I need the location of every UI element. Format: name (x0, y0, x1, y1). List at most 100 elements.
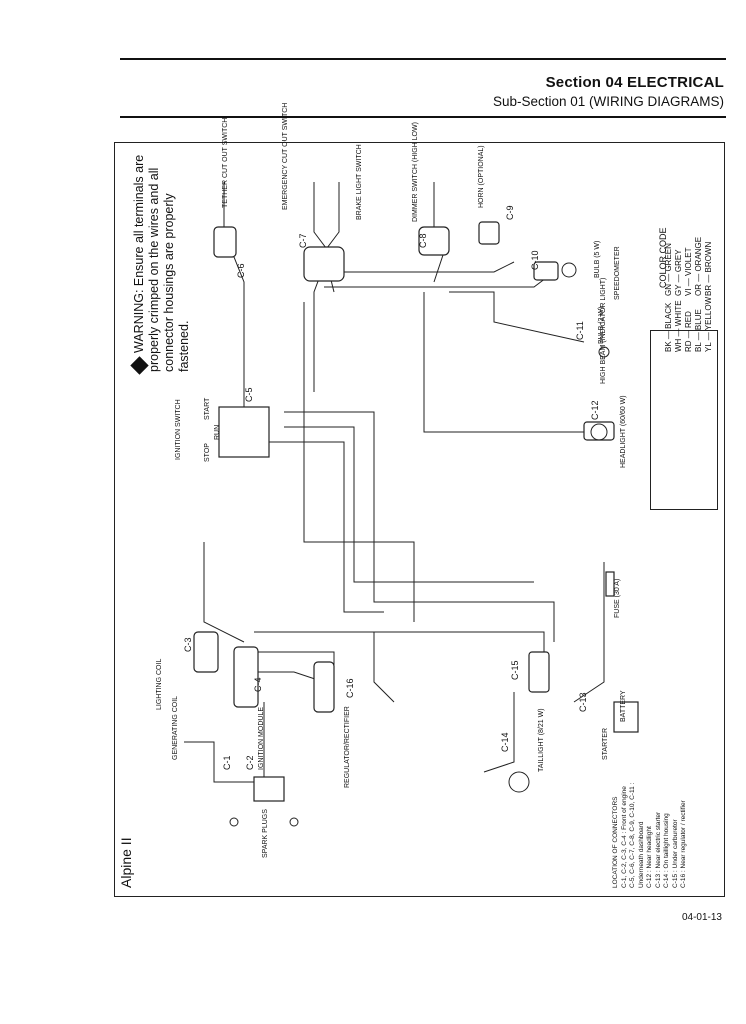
label-brake: BRAKE LIGHT SWITCH (356, 144, 363, 220)
taillight-bulb (508, 771, 530, 793)
headlight-bulb (590, 423, 608, 441)
label-highbeam: HIGH BEAM (INDICATOR LIGHT) (600, 277, 607, 384)
header-rule-top (120, 58, 726, 60)
wire (303, 302, 415, 622)
spark-plug-right (289, 817, 299, 827)
location-item: C-14 : On taillight housing (663, 813, 670, 888)
section-title: Section 04 ELECTRICAL (545, 74, 724, 91)
wire (254, 631, 545, 682)
location-item: C-5, C-6, C-7, C-8, C-9, C-10, C-11 : (629, 782, 636, 888)
location-item: C-16 : Near regulator / rectifier (680, 800, 687, 888)
locations-title: LOCATION OF CONNECTORS (612, 796, 619, 889)
wire (344, 261, 515, 273)
location-item: C-12 : Near headlight (646, 826, 653, 888)
label-c12: C-12 (590, 400, 600, 420)
label-c2: C-2 (245, 755, 255, 770)
label-speedometer: SPEEDOMETER (614, 246, 621, 300)
label-lighting-coil: LIGHTING COIL (156, 658, 163, 710)
connector-c4 (233, 646, 259, 708)
label-c11: C-11 (575, 321, 585, 340)
connector-c8 (418, 226, 450, 256)
label-battery: BATTERY (620, 690, 627, 722)
color-code-right-5: BR — BROWN (704, 241, 713, 296)
fuse (605, 571, 615, 597)
wiring-diagram (184, 182, 639, 827)
highbeam-bulb (598, 346, 610, 358)
label-headlight: HEADLIGHT (60/60 W) (620, 395, 627, 468)
diagram-frame (114, 142, 725, 897)
model-name: Alpine II (118, 837, 134, 888)
label-c5: C-5 (244, 387, 254, 402)
connector-c16 (313, 661, 335, 713)
label-starter: STARTER (602, 727, 609, 760)
label-c8: C-8 (418, 233, 428, 248)
connector-c3 (193, 631, 219, 673)
ignition-switch-box (218, 406, 270, 458)
label-ignition-switch: IGNITION SWITCH (175, 399, 182, 460)
speedometer-bulb (561, 262, 577, 278)
wire (284, 426, 534, 583)
label-stop: STOP (204, 443, 211, 462)
wire (573, 562, 605, 703)
warning-text: WARNING: Ensure all terminals are proper… (132, 154, 191, 372)
ignition-module-box (253, 776, 285, 802)
label-regulator: REGULATOR/RECTIFIER (344, 706, 351, 788)
label-c10: C-10 (530, 250, 540, 270)
label-emergency: EMERGENCY CUT OUT SWITCH (282, 102, 289, 210)
connector-c15 (528, 651, 550, 693)
wire (284, 441, 384, 613)
color-code-right-2: GY — GREY (674, 249, 683, 296)
color-code-right-1: GN — GREEN (664, 243, 673, 296)
label-c16: C-16 (345, 678, 355, 698)
label-fuse: FUSE (30 A) (614, 578, 621, 618)
connector-c9 (478, 221, 500, 245)
label-taillight: TAILLIGHT (8/21 W) (538, 708, 545, 772)
battery-box (613, 701, 639, 733)
label-c3: C-3 (183, 637, 193, 652)
connector-c6 (213, 226, 237, 258)
label-c6: C-6 (236, 263, 246, 278)
color-code-right-3: VI — VIOLET (684, 247, 693, 296)
label-c4: C-4 (253, 677, 263, 692)
label-generating-coil: GENERATING COIL (172, 695, 179, 760)
warning-note: WARNING: Ensure all terminals are proper… (130, 148, 192, 375)
wire (483, 692, 515, 773)
label-tether: TETHER CUT OUT SWITCH (222, 117, 229, 208)
page-number: 04-01-13 (681, 912, 722, 923)
connector-c12 (583, 421, 615, 441)
wire (184, 741, 264, 783)
color-code-left-3: RD — RED (684, 311, 693, 352)
wire (324, 271, 555, 288)
color-code-left-5: YL — YELLOW (704, 296, 713, 352)
label-horn: HORN (OPTIONAL) (478, 145, 485, 208)
wire (373, 632, 395, 703)
label-c7: C-7 (298, 233, 308, 248)
connector-c10 (533, 261, 559, 281)
subsection-title: Sub-Section 01 (WIRING DIAGRAMS) (492, 94, 724, 109)
header-rule-bottom (120, 116, 726, 118)
label-spark-plugs: SPARK PLUGS (262, 809, 269, 858)
color-code-left-4: BL — BLUE (694, 309, 703, 352)
label-c9: C-9 (505, 205, 515, 220)
label-c1: C-1 (222, 755, 232, 770)
color-code-box (650, 330, 718, 510)
label-bulb-speedo: BULB (5 W) (594, 240, 601, 278)
color-code-left-2: WH — WHITE (674, 300, 683, 352)
wire (284, 411, 555, 642)
label-run: RUN (214, 424, 221, 440)
wire (449, 291, 585, 343)
location-item: Underneath dashboard (637, 821, 645, 889)
color-code-right-4: OR — ORANGE (694, 236, 703, 296)
label-dimmer: DIMMER SWITCH (HIGH LOW) (412, 122, 419, 222)
wire (223, 182, 314, 443)
wire (203, 542, 245, 643)
location-item: C-15 : Under carburetor (671, 819, 679, 888)
label-c14: C-14 (500, 732, 510, 752)
connector-c7 (303, 246, 345, 282)
wire (423, 292, 594, 433)
location-item: C-1, C-2, C-3, C-4 : Front of engine (620, 786, 628, 888)
location-item: C-13 : Near electric starter (654, 811, 662, 888)
label-ignition-module: IGNITION MODULE (258, 706, 265, 770)
label-start: START (204, 397, 211, 420)
label-c13: C-13 (578, 692, 588, 712)
